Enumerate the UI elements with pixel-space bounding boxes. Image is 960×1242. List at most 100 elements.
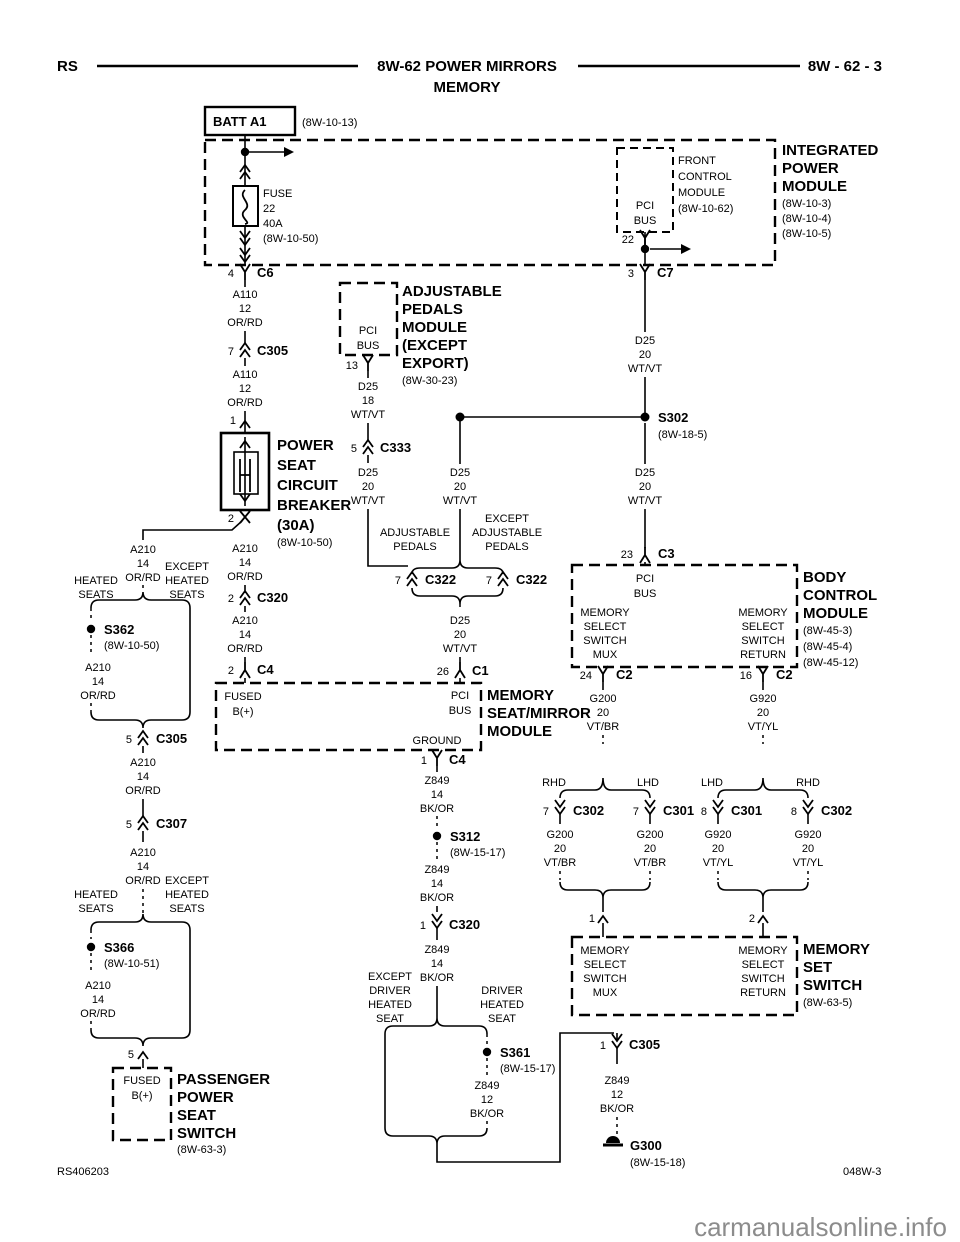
ppss-ref: (8W-63-3) (177, 1144, 226, 1156)
connector-name: C302 (573, 803, 604, 818)
pin-number: 4 (228, 268, 234, 280)
bcm-bus-label: PCI (636, 573, 654, 585)
splice-name: S361 (500, 1045, 530, 1060)
fcm-box (616, 147, 674, 233)
memory-set-switch: MEMORY SELECT SWITCH MUX MEMORY SELECT S… (570, 935, 870, 1017)
apm-title-line: ADJUSTABLE (402, 283, 502, 300)
pin-number: 1 (589, 913, 595, 925)
wire-label: WT/VT (351, 495, 385, 507)
connector-c1-icon (454, 661, 466, 679)
wire-label: A210 (130, 757, 156, 769)
wire-label: 14 (431, 789, 443, 801)
bcm-ref: (8W-45-12) (803, 657, 858, 669)
bcm-title-line: CONTROL (803, 587, 877, 604)
splice-ref: (8W-18-5) (658, 429, 707, 441)
wire-label: 20 (454, 629, 466, 641)
power-feed-circuit: 4 C6 A110 12 OR/RD 7 C305 A110 12 OR/RD … (142, 263, 351, 683)
mss-mux-label: SELECT (584, 959, 627, 971)
mss-title-line: MEMORY (803, 941, 870, 958)
branch-label: SEAT (488, 1013, 516, 1025)
connector-c320-icon (431, 913, 443, 929)
pin-number: 5 (126, 734, 132, 746)
sheet-number: 048W-3 (843, 1166, 881, 1178)
ipm-title-line: INTEGRATED (782, 142, 879, 159)
wire-label: Z849 (424, 775, 449, 787)
wire-label: OR/RD (227, 643, 263, 655)
branch-label: SEAT (376, 1013, 404, 1025)
ppss-fused-label: B(+) (131, 1090, 152, 1102)
wire-label: OR/RD (125, 572, 161, 584)
fuse-ref: (8W-10-50) (263, 233, 318, 245)
ppss-fused-label: FUSED (123, 1075, 160, 1087)
pin-number: 26 (437, 666, 449, 678)
branch-label: SEATS (169, 589, 204, 601)
wire-label: BK/OR (600, 1103, 634, 1115)
msmm-fused-label: FUSED (224, 691, 261, 703)
mss-return-label: SWITCH (741, 973, 784, 985)
wire-label: G200 (547, 829, 574, 841)
connector-c3-icon (639, 546, 651, 564)
connector-name: C320 (449, 917, 480, 932)
apm-bus-label: BUS (357, 340, 380, 352)
wire-label: OR/RD (80, 690, 116, 702)
pin-number: 2 (228, 593, 234, 605)
wire-label: WT/VT (351, 409, 385, 421)
fcm-pin-number: 22 (622, 234, 634, 246)
breaker-title-line: BREAKER (277, 497, 351, 514)
page-subtitle: MEMORY (434, 79, 501, 96)
pin-number: 2 (228, 513, 234, 525)
mss-return-label: MEMORY (738, 945, 788, 957)
wire-label: G200 (590, 693, 617, 705)
ipm-ref: (8W-10-5) (782, 228, 831, 240)
bcm-return-label: SWITCH (741, 635, 784, 647)
wire-label: 14 (137, 861, 149, 873)
connector-c333-icon (362, 439, 374, 455)
wire-label: G920 (705, 829, 732, 841)
connector-c302-icon (802, 799, 814, 815)
splice-dot (86, 942, 96, 952)
connector-c305-icon (137, 730, 149, 746)
page-title: 8W-62 POWER MIRRORS (377, 58, 557, 75)
wire-label: 20 (597, 707, 609, 719)
wire-label: Z849 (424, 944, 449, 956)
integrated-power-module: INTEGRATED POWER MODULE (8W-10-3) (8W-10… (203, 135, 879, 267)
mss-return-label: RETURN (740, 987, 786, 999)
breaker-title-line: CIRCUIT (277, 477, 338, 494)
watermark: carmanualsonline.info (694, 1212, 947, 1242)
fcm-title-line: MODULE (678, 187, 725, 199)
branch-label: SEATS (78, 903, 113, 915)
branch-label: EXCEPT (368, 971, 412, 983)
page-header: RS 8W-62 POWER MIRRORS 8W - 62 - 3 MEMOR… (57, 58, 882, 96)
ground-name: G300 (630, 1138, 662, 1153)
splice-dot (432, 831, 442, 841)
wire-label: 20 (712, 843, 724, 855)
msmm-bus-label: PCI (451, 690, 469, 702)
connector-name: C322 (425, 572, 456, 587)
wire-label: BK/OR (420, 803, 454, 815)
merge-brace (717, 881, 809, 899)
branch-label: LHD (637, 777, 659, 789)
bcm-mux-label: MEMORY (580, 607, 630, 619)
ipm-box (203, 138, 777, 267)
ppss-title-line: SWITCH (177, 1125, 236, 1142)
arrow-right-icon (681, 244, 691, 254)
connector-name: C2 (776, 667, 793, 682)
splice-ref: (8W-10-50) (104, 640, 159, 652)
msmm-ground-label: GROUND (413, 735, 462, 747)
wire-label: BK/OR (470, 1108, 504, 1120)
wire-label: VT/BR (634, 857, 666, 869)
memory-seat-mirror-module: FUSED B(+) PCI BUS GROUND MEMORY SEAT/MI… (214, 681, 591, 752)
fuse-element-icon (241, 189, 249, 225)
wire-label: A210 (85, 662, 111, 674)
wire-label: A210 (232, 543, 258, 555)
branch-label: ADJUSTABLE (472, 527, 542, 539)
connector-name: C4 (449, 752, 466, 767)
adjustable-pedals-module: PCI BUS ADJUSTABLE PEDALS MODULE (EXCEPT… (338, 281, 502, 567)
splice-dot (86, 624, 96, 634)
mss-mux-label: SWITCH (583, 973, 626, 985)
pin-number: 24 (580, 670, 592, 682)
connector-c2-icon (757, 665, 769, 683)
branch-label: HEATED (368, 999, 412, 1011)
branch-label: HEATED (165, 575, 209, 587)
splice-ref: (8W-15-17) (500, 1063, 555, 1075)
